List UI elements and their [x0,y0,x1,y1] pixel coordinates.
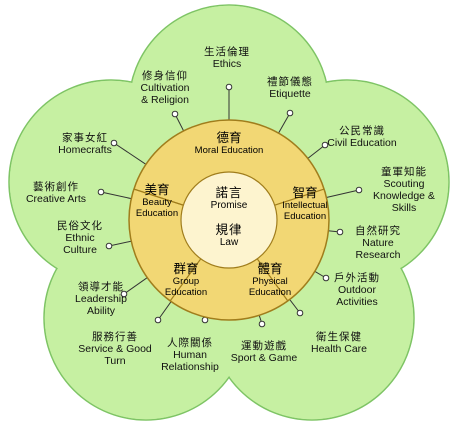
spoke-end-dot [171,110,179,118]
label-homecrafts: 家事女紅 Homecrafts [58,132,112,156]
ring-divider [169,258,202,302]
label-cultivation-religion: 修身信仰 Cultivation & Religion [140,70,190,106]
ring-beauty-education: 美育 Beauty Education [135,183,179,219]
ring-divider [256,258,289,302]
label-civil-education: 公民常識 Civil Education [327,125,397,149]
ring-moral-education: 德育 Moral Education [194,131,264,156]
label-creative-arts: 藝術創作 Creative Arts [25,181,87,205]
spoke-end-dot [225,83,233,91]
spoke-end-dot [322,274,330,282]
ring-group-education: 群育 Group Education [164,262,208,298]
spoke-end-dot [355,186,363,194]
spoke-end-dot [321,141,329,149]
label-outdoor-activities: 戶外活動 Outdoor Activities [334,272,380,308]
ring-physical-education: 體育 Physical Education [248,262,292,298]
label-scouting: 童軍知能 Scouting Knowledge & Skills [373,166,435,214]
label-leadership-ability: 領導才能 Leadership Ability [75,281,127,317]
ring-intellectual-education: 智育 Intellectual Education [282,186,328,222]
spoke-end-dot [110,139,118,147]
label-health-care: 衛生保健 Health Care [310,331,368,355]
label-nature-research: 自然研究 Nature Research [355,225,401,261]
spoke-line [123,274,151,295]
spoke-line [322,189,360,199]
label-sport-game: 運動遊戲 Sport & Game [230,340,298,364]
label-etiquette: 禮節儀態 Etiquette [267,76,313,100]
ring-divider [133,188,184,206]
center-law: 規律 Law [215,223,243,248]
spoke-end-dot [105,242,113,250]
label-service-good-turn: 服務行善 Service & Good Turn [78,331,152,367]
spoke-end-dot [120,290,128,298]
ring-divider [274,188,325,206]
spoke-line [100,191,136,200]
label-ethics: 生活倫理 Ethics [204,46,250,70]
center-promise: 諾言 Promise [210,186,248,211]
label-ethnic-culture: 民俗文化 Ethnic Culture [57,220,103,256]
center-circle [180,171,278,269]
spoke-end-dot [258,320,266,328]
spoke-end-dot [154,316,162,324]
label-human-relationship: 人際關係 Human Relationship [161,337,219,373]
spoke-line [113,142,150,168]
spoke-lines [97,83,363,328]
spoke-end-dot [97,188,105,196]
spoke-end-dot [296,309,304,317]
spoke-end-dot [286,109,294,117]
spoke-end-dot [336,228,344,236]
